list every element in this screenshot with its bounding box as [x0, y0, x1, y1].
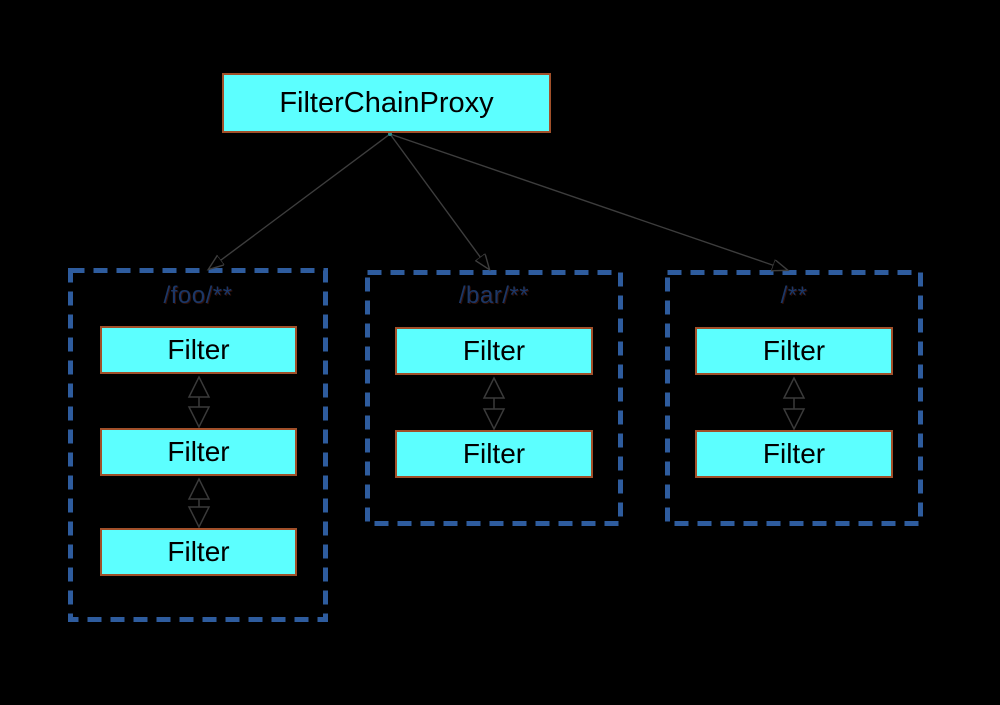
chain-2-filter-1: Filter — [395, 327, 593, 375]
chain-2-filter-2: Filter — [395, 430, 593, 478]
arrow-proxy-to-chain-1 — [209, 133, 391, 269]
chain-3-filter-1: Filter — [695, 327, 893, 375]
chain-3-boundary — [665, 270, 923, 526]
chain-2-pattern-label: /bar/** — [458, 282, 530, 309]
bidirectional-arrow-chain3 — [782, 376, 806, 431]
bidirectional-arrow-chain1-a — [187, 375, 211, 429]
chain-1-filter-3: Filter — [100, 528, 297, 576]
chain-1-filter-1: Filter — [100, 326, 297, 374]
arrow-proxy-to-chain-3 — [389, 133, 787, 270]
chain-3-filter-2: Filter — [695, 430, 893, 478]
chain-3-pattern-label: /** — [780, 282, 808, 309]
chain-2-boundary — [365, 270, 623, 526]
arrow-proxy-to-chain-2 — [389, 133, 489, 269]
chain-1-pattern-label: /foo/** — [163, 282, 233, 309]
filter-chain-proxy-node: FilterChainProxy — [222, 73, 551, 133]
bidirectional-arrow-chain2 — [482, 376, 506, 431]
chain-1-filter-2: Filter — [100, 428, 297, 476]
bidirectional-arrow-chain1-b — [187, 477, 211, 529]
